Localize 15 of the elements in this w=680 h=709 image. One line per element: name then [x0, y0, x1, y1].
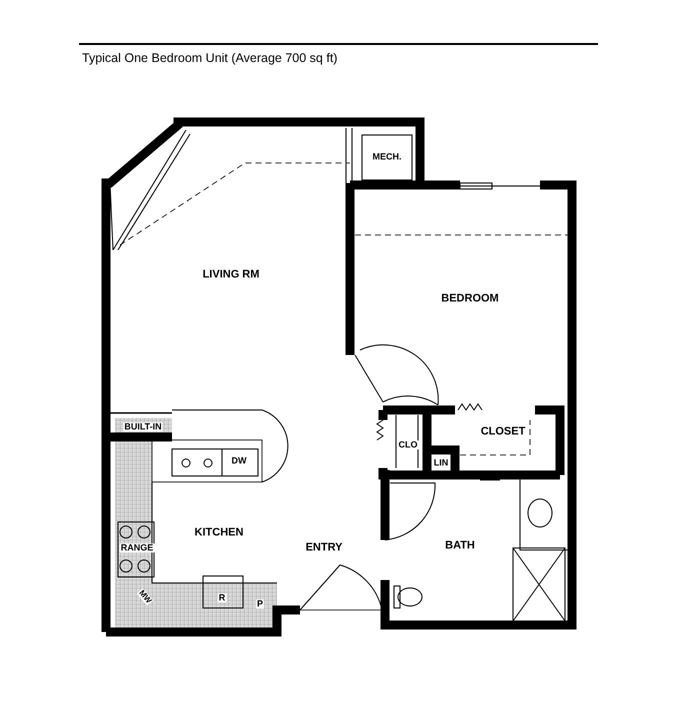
room-label: MECH.: [372, 152, 402, 162]
room-label: BEDROOM: [440, 294, 500, 304]
room-label: CLO: [398, 440, 418, 450]
fixture-label: P: [256, 600, 264, 608]
fixture-label: R: [218, 594, 226, 602]
room-label: CLOSET: [480, 426, 526, 438]
fixture-label: BUILT-IN: [123, 422, 163, 432]
fixture-label: DW: [230, 456, 248, 466]
room-label: LIVING RM: [202, 270, 260, 280]
room-label: LIN: [432, 458, 450, 468]
room-label: KITCHEN: [194, 528, 244, 538]
fixture-label: RANGE: [120, 544, 154, 552]
room-label: BATH: [444, 540, 476, 552]
room-label: ENTRY: [304, 542, 344, 554]
subtitle: Typical One Bedroom Unit (Average 700 sq ft): [82, 50, 338, 67]
